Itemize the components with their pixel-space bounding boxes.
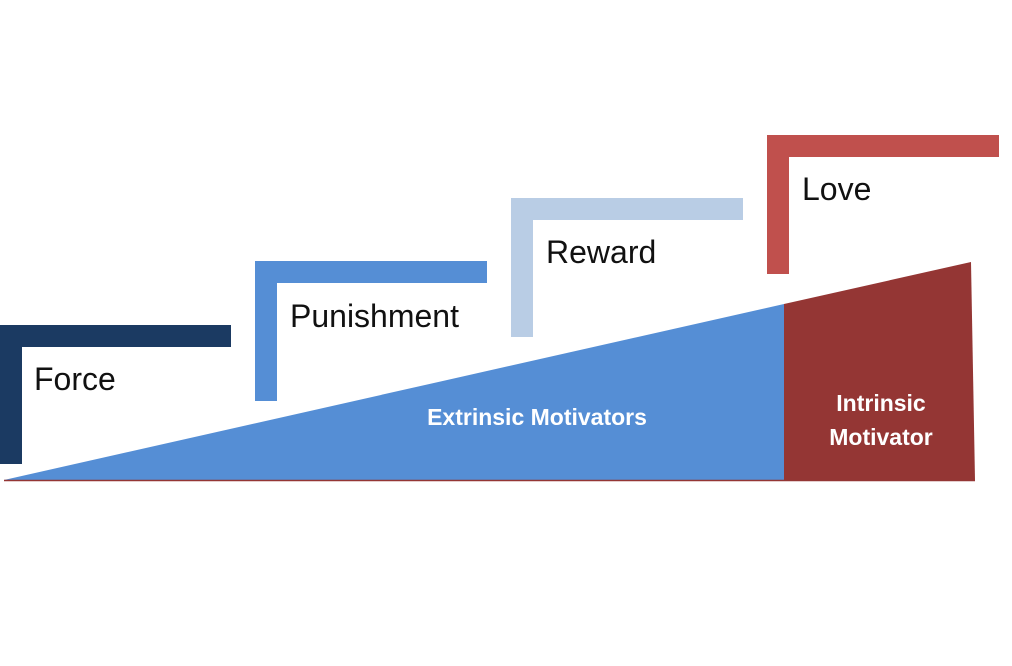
extrinsic-band (4, 304, 784, 480)
step-love-label: Love (802, 171, 871, 207)
step-love-bracket (767, 135, 999, 274)
step-reward-label: Reward (546, 234, 656, 270)
step-reward: Reward (511, 198, 743, 337)
step-force-label: Force (34, 361, 116, 397)
motivation-wedge: Extrinsic Motivators Intrinsic Motivator (4, 262, 975, 482)
intrinsic-band-label-line2: Motivator (829, 424, 933, 450)
intrinsic-band (784, 262, 975, 480)
step-force: Force (0, 325, 231, 464)
intrinsic-band-label-line1: Intrinsic (836, 390, 926, 416)
step-love: Love (767, 135, 999, 274)
step-punishment-bracket (255, 261, 487, 401)
step-punishment: Punishment (255, 261, 487, 401)
extrinsic-band-label: Extrinsic Motivators (427, 404, 647, 430)
step-force-bracket (0, 325, 231, 464)
step-punishment-label: Punishment (290, 298, 459, 334)
step-reward-bracket (511, 198, 743, 337)
